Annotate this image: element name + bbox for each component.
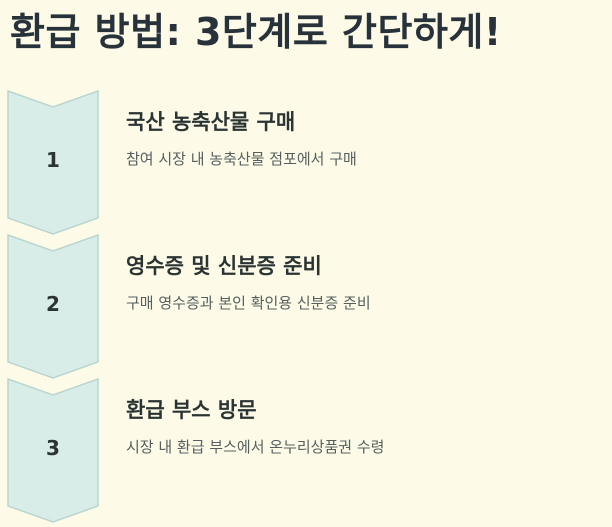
step-2: 2 영수증 및 신분증 준비 구매 영수증과 본인 확인용 신분증 준비 <box>0 234 612 379</box>
step-2-title: 영수증 및 신분증 준비 <box>126 254 322 278</box>
step-1-description: 참여 시장 내 농축산물 점포에서 구매 <box>126 150 357 168</box>
step-2-chevron-shape <box>7 234 99 379</box>
step-2-number: 2 <box>46 292 60 316</box>
step-2-description: 구매 영수증과 본인 확인용 신분증 준비 <box>126 294 371 312</box>
step-1-number: 1 <box>46 148 60 172</box>
step-3: 3 환급 부스 방문 시장 내 환급 부스에서 온누리상품권 수령 <box>0 378 612 523</box>
page-title: 환급 방법: 3단계로 간단하게! <box>10 10 502 54</box>
step-3-number: 3 <box>46 436 60 460</box>
step-3-title: 환급 부스 방문 <box>126 398 257 422</box>
step-1-title: 국산 농축산물 구매 <box>126 110 296 134</box>
step-1-chevron-shape <box>7 90 99 235</box>
step-3-chevron-shape <box>7 378 99 523</box>
step-3-description: 시장 내 환급 부스에서 온누리상품권 수령 <box>126 438 385 456</box>
step-1: 1 국산 농축산물 구매 참여 시장 내 농축산물 점포에서 구매 <box>0 90 612 235</box>
